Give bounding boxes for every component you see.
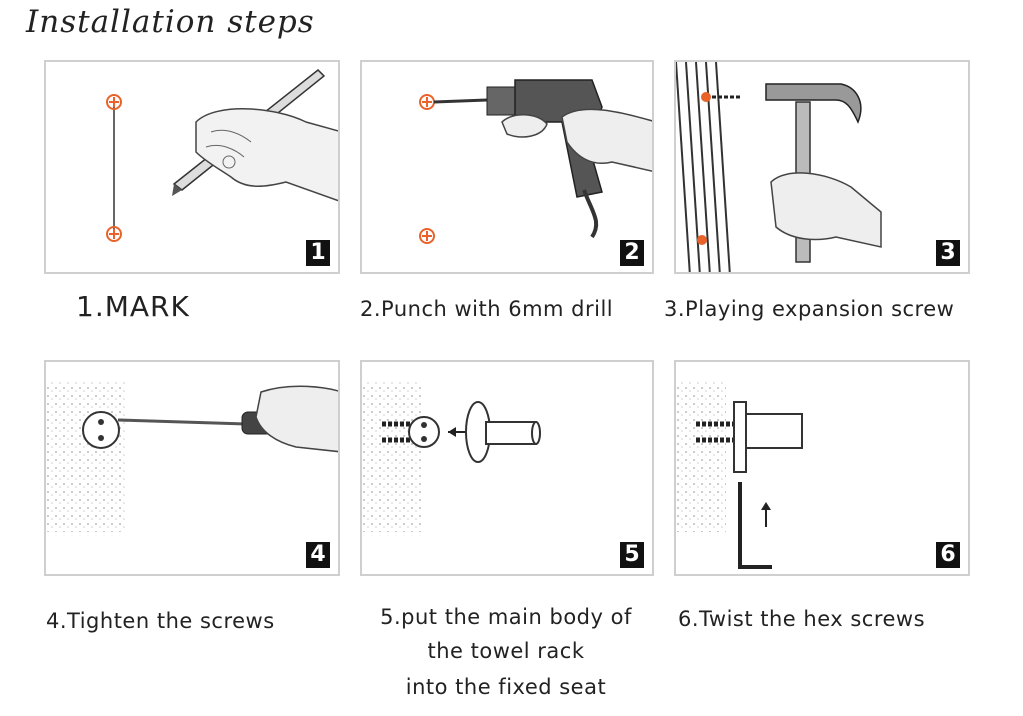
step-4-panel: 4 (44, 360, 340, 576)
mount-body-illustration (362, 382, 541, 532)
step-1-caption: 1.MARK (76, 290, 190, 323)
step-5-caption-line-3: into the fixed seat (405, 675, 607, 699)
step-4-number-badge: 4 (306, 542, 330, 568)
step-5-caption: 5.put the main body of the towel rack in… (356, 605, 656, 699)
step-5-panel: 5 (360, 360, 654, 576)
step-1-number-badge: 1 (306, 240, 330, 266)
step-2-number-badge: 2 (620, 240, 644, 266)
hammer-wall-illustration (676, 62, 882, 272)
hex-key-illustration (676, 382, 803, 569)
step-1-panel: 1 (44, 60, 340, 274)
pencil-marking-illustration (106, 68, 338, 242)
step-2-caption: 2.Punch with 6mm drill (360, 297, 614, 321)
step-5-number-badge: 5 (620, 542, 644, 568)
page-title: Installation steps (26, 4, 315, 40)
step-5-caption-line-2: the towel rack (427, 639, 585, 663)
step-4-caption: 4.Tighten the screws (46, 609, 275, 633)
drill-illustration (419, 79, 652, 244)
step-5-caption-line-1: 5.put the main body of (380, 605, 632, 629)
step-3-number-badge: 3 (936, 240, 960, 266)
step-6-number-badge: 6 (936, 542, 960, 568)
screwdriver-illustration (46, 382, 338, 532)
step-6-caption: 6.Twist the hex screws (678, 607, 926, 631)
step-3-panel: 3 (674, 60, 970, 274)
step-3-caption: 3.Playing expansion screw (664, 297, 955, 321)
step-2-panel: 2 (360, 60, 654, 274)
step-6-panel: 6 (674, 360, 970, 576)
